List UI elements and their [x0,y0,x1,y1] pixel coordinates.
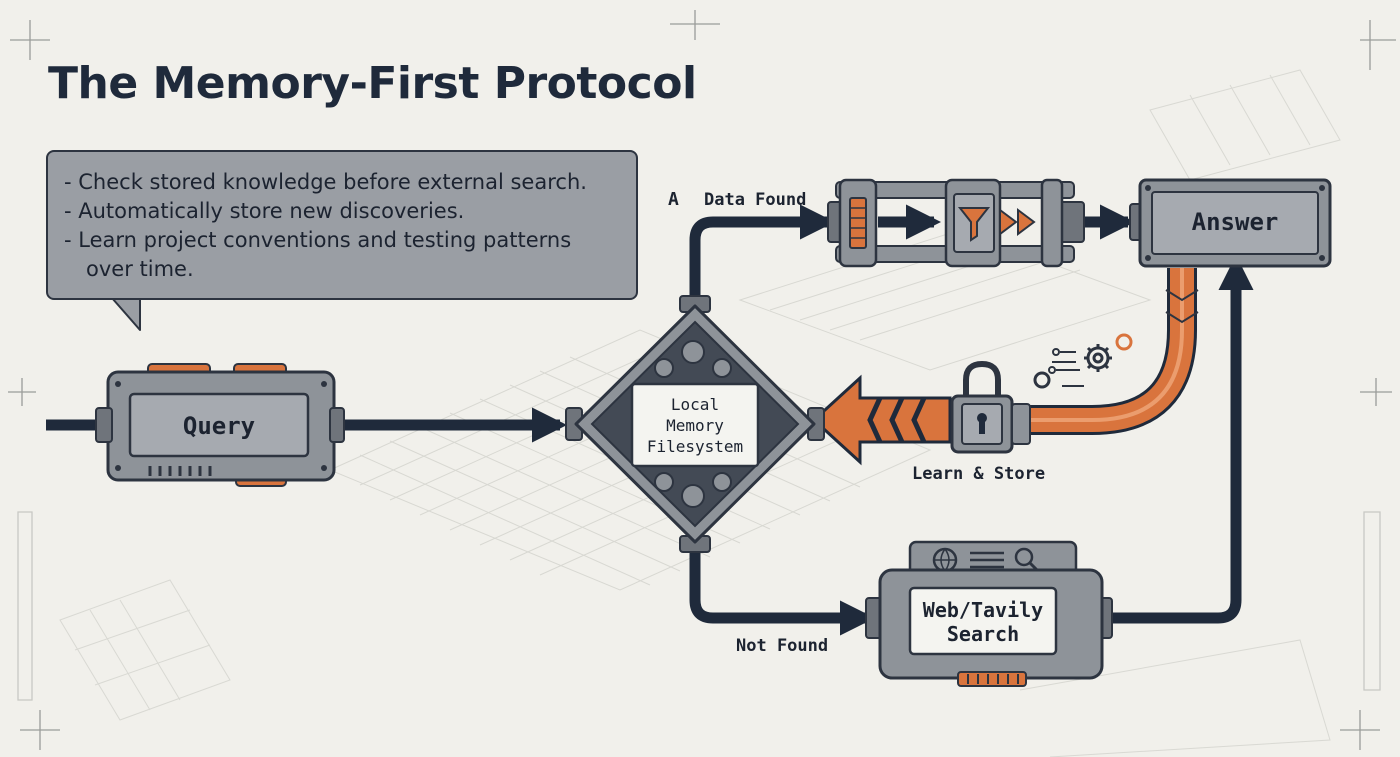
corner-marks [8,10,1396,750]
not-found-label: Not Found [736,636,828,656]
edge-search-to-answer [1104,254,1254,624]
callout-tail [111,297,141,331]
search-icon [1014,547,1034,567]
query-node: Query [95,363,345,487]
filter-pipeline [827,178,1085,268]
memory-label-line1: Local [671,395,719,414]
callout-bullet: - Learn project conventions and testing … [64,228,572,281]
callout-box: - Check stored knowledge before external… [46,150,638,300]
edge-not-found [689,548,876,636]
page-title: The Memory-First Protocol [48,58,697,109]
connector-lines [46,204,1254,636]
gears-icon [654,340,732,508]
search-node: Web/Tavily Search [865,540,1113,687]
learn-store-pipe [811,268,1199,466]
memory-label-line2: Memory [666,416,724,435]
edge-data-found [689,204,836,300]
answer-node: Answer [1129,178,1332,268]
learn-store-arrow [811,374,952,466]
gears-icon [1033,333,1133,389]
search-label-line1: Web/Tavily [923,598,1043,622]
memory-label-line3: Filesystem [647,437,743,456]
data-found-marker: A [668,189,679,210]
query-label: Query [183,412,255,440]
callout-bullet: - Automatically store new discoveries. [64,199,465,223]
filter-icon [957,207,991,242]
learn-store-label: Learn & Store [912,464,1045,484]
search-label-line2: Search [947,622,1019,646]
fast-forward-icon [999,208,1036,236]
callout-bullet: - Check stored knowledge before external… [64,170,587,194]
memory-node: Local Memory Filesystem [565,295,825,553]
answer-label: Answer [1192,208,1279,236]
document-icon [970,551,1004,569]
data-found-label: Data Found [704,190,806,210]
padlock-icon [950,360,1031,454]
